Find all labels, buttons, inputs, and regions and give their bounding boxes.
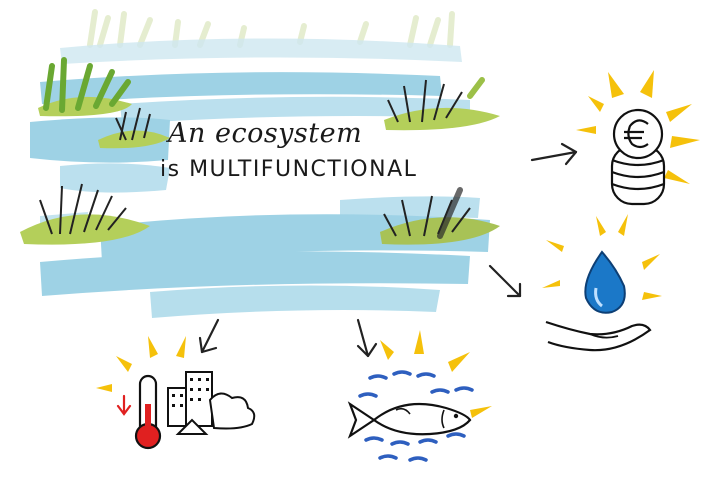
arrow-to-climate xyxy=(198,318,220,354)
caption-line-1: An ecosystem xyxy=(168,118,363,149)
caption-line-2: is MULTIFUNCTIONAL xyxy=(160,157,418,182)
grass-clumps xyxy=(20,57,500,245)
arrow-to-money xyxy=(530,142,578,166)
thermometer-city-icon xyxy=(96,336,256,450)
fish-in-water-icon xyxy=(347,330,492,462)
euro-coin-stack-icon xyxy=(576,70,700,206)
caption: An ecosystem is MULTIFUNCTIONAL xyxy=(160,120,417,181)
arrows xyxy=(198,142,578,358)
wetland-water xyxy=(30,38,490,318)
water-drop-in-hand-icon xyxy=(542,214,662,352)
arrow-to-water xyxy=(488,264,522,298)
arrow-to-fish xyxy=(356,318,378,358)
